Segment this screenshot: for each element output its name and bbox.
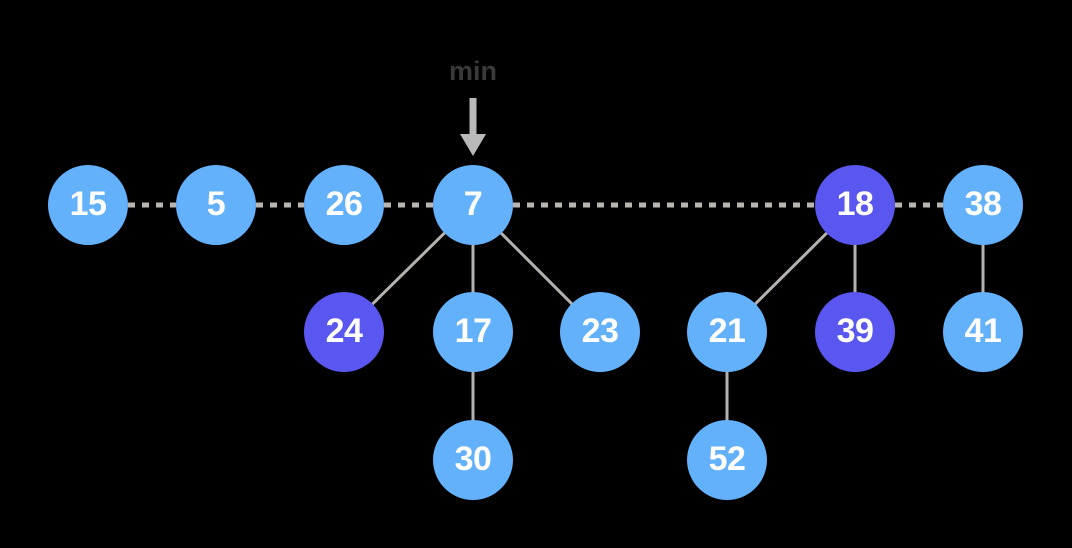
heap-node-label: 24 bbox=[325, 312, 363, 350]
edge-18-21 bbox=[753, 230, 829, 307]
heap-node-26[interactable]: 26 bbox=[304, 165, 384, 245]
heap-node-label: 7 bbox=[463, 185, 483, 223]
heap-node-18[interactable]: 18 bbox=[815, 165, 895, 245]
heap-node-label: 38 bbox=[964, 185, 1002, 223]
heap-node-label: 39 bbox=[836, 312, 874, 350]
heap-node-label: 41 bbox=[964, 312, 1002, 350]
heap-node-label: 26 bbox=[325, 185, 363, 223]
heap-node-label: 23 bbox=[581, 312, 619, 350]
heap-node-52[interactable]: 52 bbox=[687, 420, 767, 500]
heap-node-15[interactable]: 15 bbox=[48, 165, 128, 245]
min-pointer-label: min bbox=[448, 56, 497, 87]
heap-node-label: 21 bbox=[708, 312, 746, 350]
edge-7-24 bbox=[370, 230, 447, 307]
heap-node-17[interactable]: 17 bbox=[433, 292, 513, 372]
heap-node-39[interactable]: 39 bbox=[815, 292, 895, 372]
heap-node-7[interactable]: 7 bbox=[433, 165, 513, 245]
heap-node-label: 17 bbox=[454, 312, 492, 350]
heap-node-label: 5 bbox=[206, 185, 226, 223]
heap-node-label: 15 bbox=[69, 185, 107, 223]
parent-child-edges bbox=[370, 230, 985, 423]
heap-node-21[interactable]: 21 bbox=[687, 292, 767, 372]
edge-7-23 bbox=[499, 231, 574, 306]
heap-node-label: 30 bbox=[454, 440, 492, 478]
arrow-head bbox=[460, 134, 486, 156]
heap-node-label: 18 bbox=[836, 185, 874, 223]
heap-node-38[interactable]: 38 bbox=[943, 165, 1023, 245]
heap-node-30[interactable]: 30 bbox=[433, 420, 513, 500]
min-pointer-arrow bbox=[460, 98, 486, 156]
heap-node-24[interactable]: 24 bbox=[304, 292, 384, 372]
heap-node-5[interactable]: 5 bbox=[176, 165, 256, 245]
heap-node-41[interactable]: 41 bbox=[943, 292, 1023, 372]
heap-node-label: 52 bbox=[708, 440, 746, 478]
heap-node-23[interactable]: 23 bbox=[560, 292, 640, 372]
